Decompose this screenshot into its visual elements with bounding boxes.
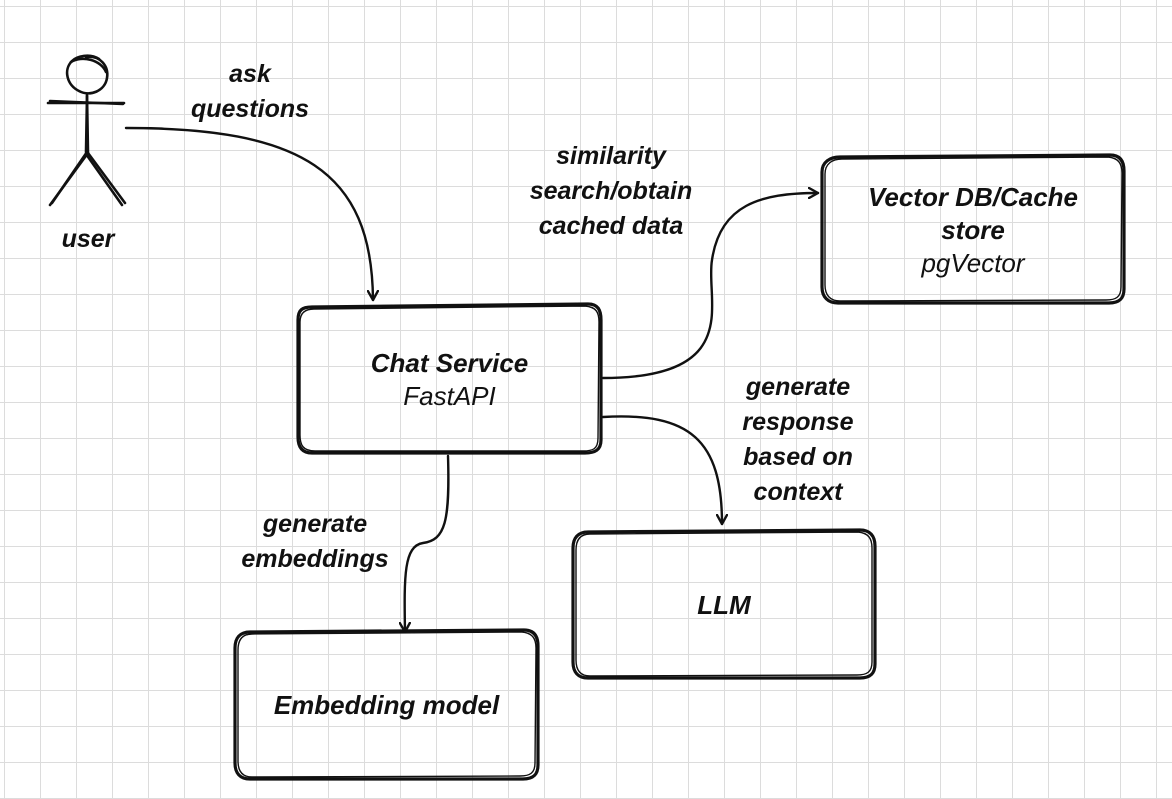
ask-questions-label-line2: questions	[190, 95, 310, 123]
generate-response-label-line2: response	[742, 408, 854, 436]
vector-db-box[interactable]	[820, 153, 1126, 305]
llm-text: LLM	[575, 534, 873, 676]
llm-title: LLM	[697, 589, 751, 620]
similarity-search-label-line3: cached data	[538, 212, 684, 240]
chat-service-box[interactable]	[296, 302, 603, 455]
ask-questions-label-line1: ask	[229, 60, 271, 88]
ask-questions-arrow	[124, 126, 373, 302]
generate-embeddings-label: generate embeddings	[205, 507, 425, 577]
vector-db-subtitle: pgVector	[921, 247, 1025, 278]
vector-db-title-line1: Vector DB/Cache	[868, 181, 1078, 212]
chat-service-subtitle: FastAPI	[403, 381, 496, 411]
generate-embeddings-label-line1: generate	[262, 510, 368, 538]
embedding-model-title: Embedding model	[273, 690, 500, 720]
chat-service-title: Chat Service	[370, 348, 529, 378]
vector-db-title-line2: store	[941, 214, 1005, 245]
generate-response-label-line4: context	[753, 478, 843, 506]
llm-box[interactable]	[571, 528, 877, 680]
similarity-search-label: similarity search/obtain cached data	[496, 139, 726, 244]
generate-embeddings-arrow	[405, 454, 450, 634]
generate-response-arrow	[601, 415, 722, 526]
generate-response-label-line3: based on	[743, 443, 853, 471]
similarity-search-label-line2: search/obtain	[529, 177, 693, 205]
similarity-search-label-line1: similarity	[556, 142, 666, 170]
user-actor-icon	[46, 54, 127, 207]
user-label: user	[61, 225, 115, 253]
generate-response-label: generate response based on context	[710, 370, 886, 510]
similarity-search-arrow	[601, 193, 820, 380]
embedding-model-text: Embedding model	[237, 634, 536, 777]
embedding-model-box[interactable]	[233, 628, 540, 781]
ask-questions-label: ask questions	[160, 57, 340, 127]
vector-db-text: Vector DB/Cache store pgVector	[824, 159, 1122, 301]
chat-service-text: Chat Service FastAPI	[300, 309, 599, 451]
generate-embeddings-label-line2: embeddings	[241, 545, 389, 573]
generate-response-label-line1: generate	[745, 373, 851, 401]
